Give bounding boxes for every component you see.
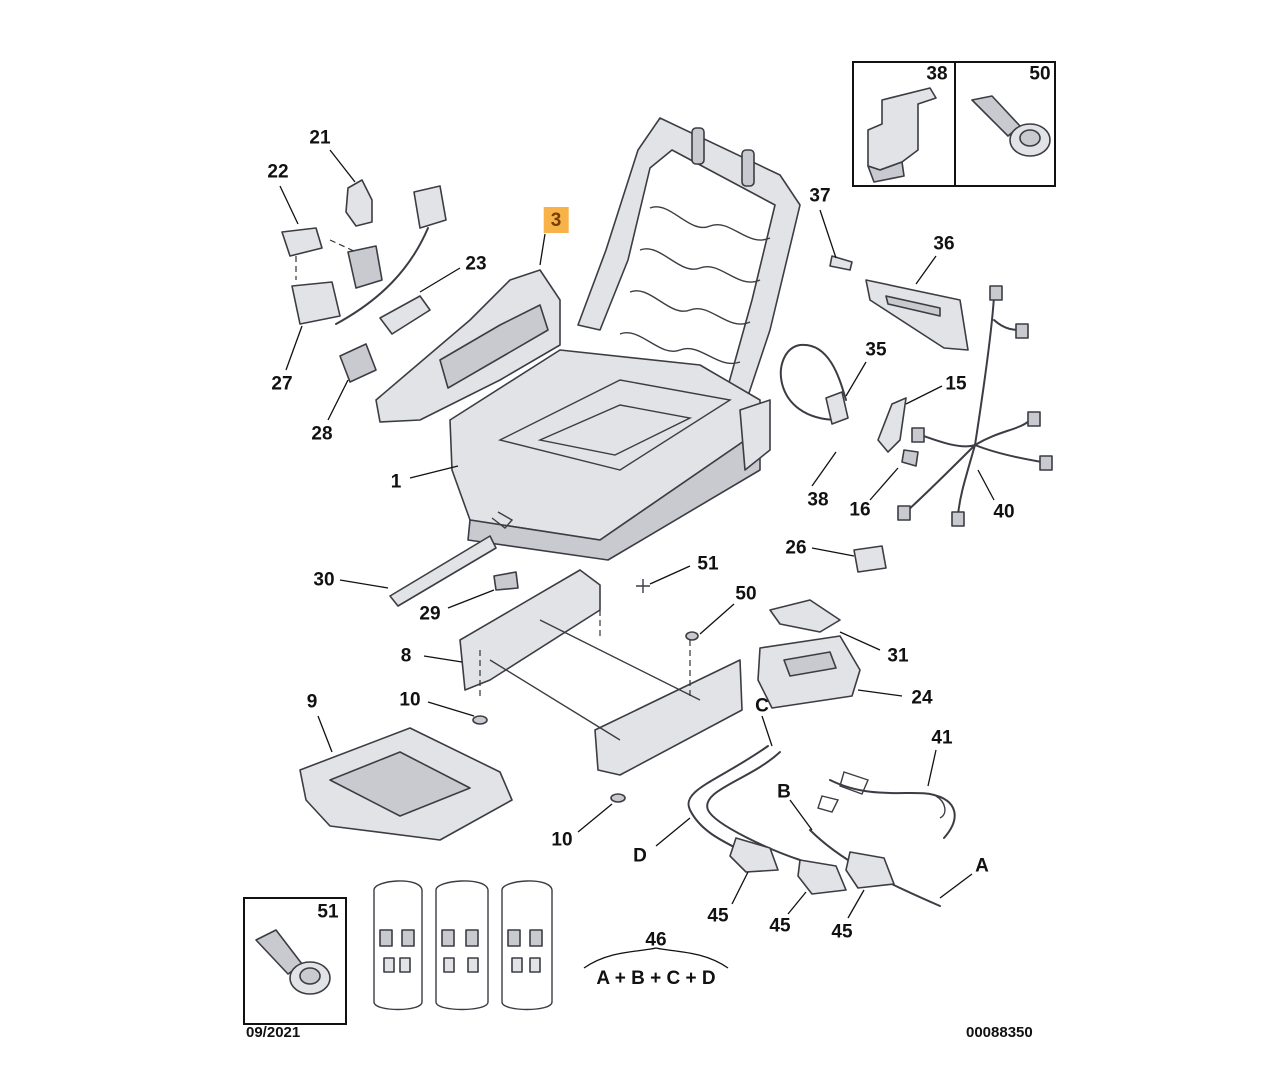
callout-21: 21 bbox=[309, 127, 331, 149]
inset-label-38: 38 bbox=[926, 63, 948, 85]
callout-50: 50 bbox=[735, 583, 757, 605]
diagram-reference-number: 00088350 bbox=[966, 1024, 1033, 1041]
callout-41: 41 bbox=[931, 727, 953, 749]
callout-24: 24 bbox=[911, 687, 933, 709]
callout-D: D bbox=[633, 845, 647, 867]
callout-3-highlighted[interactable]: 3 bbox=[543, 207, 569, 233]
callout-A: A bbox=[975, 855, 989, 877]
kit-formula: A + B + C + D bbox=[596, 968, 716, 989]
callout-46: 46 bbox=[645, 929, 667, 951]
callout-22: 22 bbox=[267, 161, 289, 183]
inset-label-50: 50 bbox=[1029, 63, 1051, 85]
inset-51 bbox=[243, 897, 347, 1025]
callout-8: 8 bbox=[400, 645, 412, 667]
callout-45-left: 45 bbox=[707, 905, 729, 927]
callout-36: 36 bbox=[933, 233, 955, 255]
callout-40: 40 bbox=[993, 501, 1015, 523]
inset-38-50 bbox=[852, 61, 1056, 187]
switch-parts bbox=[281, 179, 447, 383]
callout-38: 38 bbox=[807, 489, 829, 511]
callout-30: 30 bbox=[313, 569, 335, 591]
seat-base-frame bbox=[449, 349, 771, 561]
callout-16: 16 bbox=[849, 499, 871, 521]
callout-10-lower: 10 bbox=[551, 829, 573, 851]
callout-35: 35 bbox=[865, 339, 887, 361]
callout-51: 51 bbox=[697, 553, 719, 575]
lower-frame-parts bbox=[299, 535, 861, 841]
callout-1: 1 bbox=[390, 471, 402, 493]
right-side-parts bbox=[779, 255, 1053, 573]
callout-45-middle: 45 bbox=[769, 915, 791, 937]
diagram-date: 09/2021 bbox=[246, 1024, 301, 1041]
cable-motor-parts bbox=[687, 745, 956, 907]
callout-10-upper: 10 bbox=[399, 689, 421, 711]
seat-backrest-frame bbox=[577, 117, 801, 421]
callout-15: 15 bbox=[945, 373, 967, 395]
callout-B: B bbox=[777, 781, 791, 803]
leader-lines bbox=[279, 149, 995, 969]
callout-26: 26 bbox=[785, 537, 807, 559]
vehicle-silhouettes bbox=[373, 880, 553, 1011]
callout-45-right: 45 bbox=[831, 921, 853, 943]
callout-31: 31 bbox=[887, 645, 909, 667]
callout-28: 28 bbox=[311, 423, 333, 445]
callout-9: 9 bbox=[306, 691, 318, 713]
inset-label-51: 51 bbox=[317, 901, 339, 923]
callout-37: 37 bbox=[809, 185, 831, 207]
callout-C: C bbox=[755, 695, 769, 717]
callout-27: 27 bbox=[271, 373, 293, 395]
callout-29: 29 bbox=[419, 603, 441, 625]
callout-23: 23 bbox=[465, 253, 487, 275]
side-trim-part bbox=[375, 269, 561, 423]
